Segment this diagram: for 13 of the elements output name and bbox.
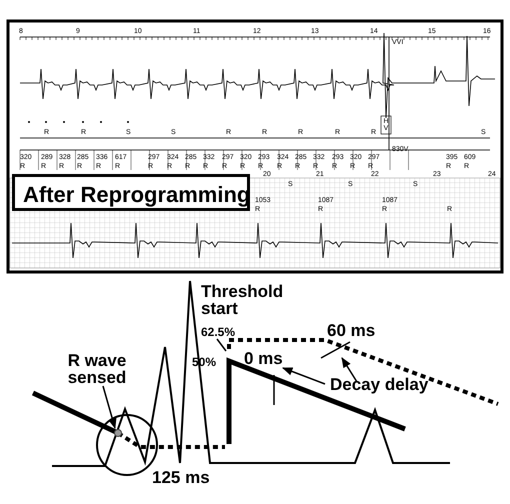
annotation-text: 62.5% <box>201 326 236 338</box>
annotation-text: R wave sensed <box>62 352 132 386</box>
sensed-point <box>114 429 122 437</box>
arrow <box>282 367 326 385</box>
annotation-text: 60 ms <box>327 322 376 339</box>
annotation-text: Decay delay <box>330 376 428 393</box>
annotation-text: 0 ms <box>244 350 283 367</box>
annotation-text: Threshold start <box>201 283 284 317</box>
arrow <box>341 357 358 382</box>
arrow <box>102 386 116 429</box>
annotation-text: 125 ms <box>152 469 210 486</box>
leader-line <box>216 338 227 352</box>
title-box: After Reprogramming <box>12 174 250 211</box>
